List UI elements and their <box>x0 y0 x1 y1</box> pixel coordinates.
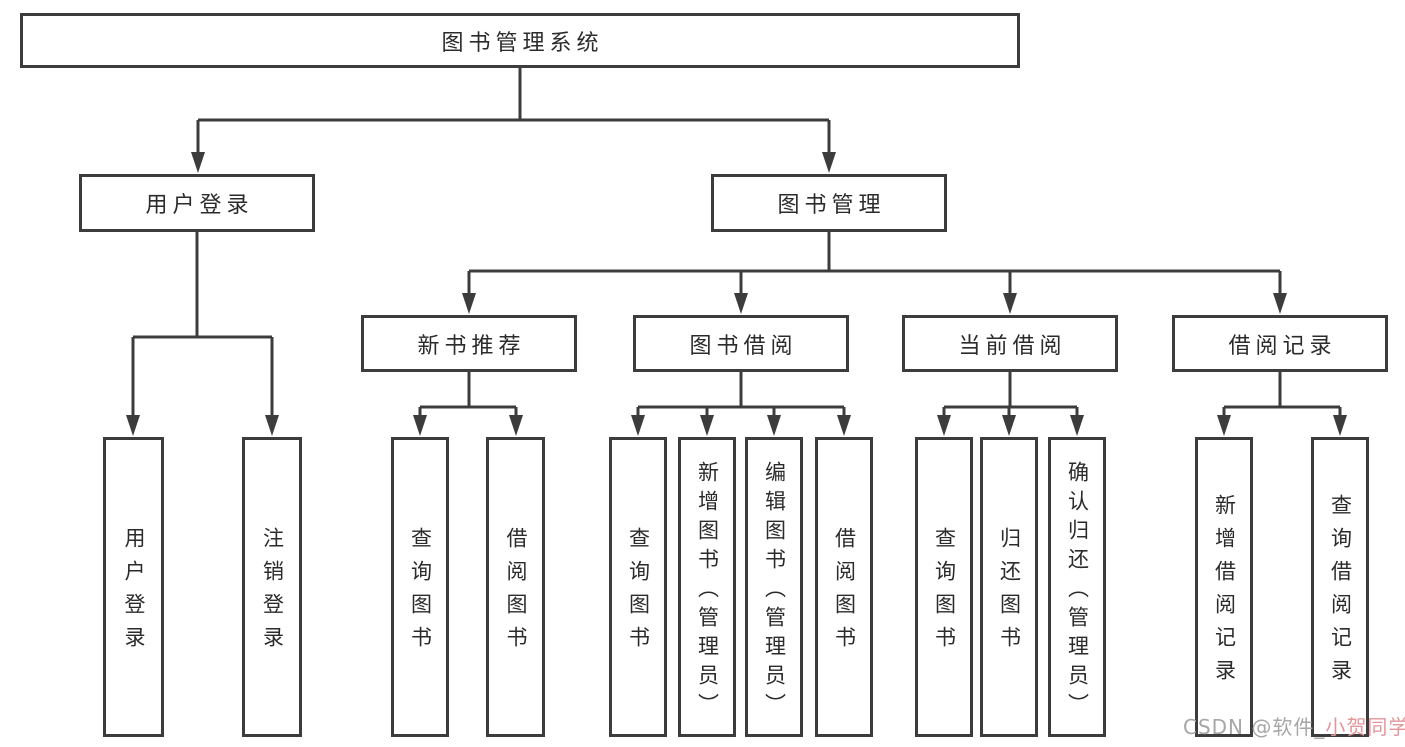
leaf-label: 新增借阅记录 <box>1212 494 1237 692</box>
connector-current-borrowing-to-leaves <box>942 372 1079 420</box>
connector-book-borrowing-to-leaves <box>636 372 846 420</box>
leaf-edit-book-admin: 编辑图书（管理员） <box>745 437 803 737</box>
leaf-label: 归还图书 <box>997 527 1022 659</box>
leaf-return-books: 归还图书 <box>980 437 1038 737</box>
leaf-logout: 注销登录 <box>242 437 302 737</box>
node-label: 借阅记录 <box>1228 333 1337 359</box>
leaf-label: 借阅图书 <box>504 527 528 659</box>
node-book-management: 图书管理 <box>711 174 947 232</box>
node-label: 当前借阅 <box>958 333 1067 359</box>
node-library-management-system: 图书管理系统 <box>20 13 1020 68</box>
leaf-label: 查询图书 <box>626 527 651 659</box>
leaf-query-borrow-record: 查询借阅记录 <box>1311 437 1369 737</box>
node-new-book-recommendation: 新书推荐 <box>361 315 577 372</box>
node-borrowing-records: 借阅记录 <box>1172 315 1388 372</box>
leaf-label: 编辑图书（管理员） <box>762 460 787 722</box>
leaf-confirm-return-admin: 确认归还（管理员） <box>1048 437 1106 737</box>
leaf-user-login: 用户登录 <box>103 437 164 737</box>
leaf-label: 注销登录 <box>260 527 285 659</box>
leaf-query-books-recommend: 查询图书 <box>391 437 449 737</box>
arrowheads <box>126 152 1347 436</box>
node-label: 图书管理系统 <box>441 30 604 56</box>
leaf-label: 查询图书 <box>408 527 433 659</box>
connector-book-management-to-level3 <box>467 232 1282 298</box>
node-label: 新书推荐 <box>417 333 526 359</box>
node-label: 用户登录 <box>145 193 254 218</box>
node-user-login: 用户登录 <box>79 174 315 232</box>
node-label: 图书管理 <box>777 193 886 218</box>
leaf-borrow-books-recommend: 借阅图书 <box>486 437 545 737</box>
node-book-borrowing: 图书借阅 <box>633 315 849 372</box>
leaf-query-books-borrowing: 查询图书 <box>609 437 667 737</box>
csdn-watermark: CSDN @软件_小贺同学 <box>1183 711 1405 740</box>
watermark-handle: 小贺同学 <box>1325 715 1405 739</box>
connector-root-to-level2 <box>196 68 831 157</box>
leaf-label: 确认归还（管理员） <box>1065 460 1090 722</box>
connector-borrowing-records-to-leaves <box>1222 372 1342 420</box>
leaf-label: 借阅图书 <box>832 527 857 659</box>
node-current-borrowing: 当前借阅 <box>902 315 1118 372</box>
leaf-add-borrow-record: 新增借阅记录 <box>1195 437 1253 737</box>
leaf-label: 用户登录 <box>122 527 146 659</box>
leaf-label: 查询借阅记录 <box>1328 494 1353 692</box>
connector-user-login-to-leaves <box>131 232 274 420</box>
watermark-prefix: CSDN @软件_ <box>1183 715 1326 739</box>
node-label: 图书借阅 <box>689 333 798 359</box>
leaf-label: 新增图书（管理员） <box>695 460 720 722</box>
leaf-add-book-admin: 新增图书（管理员） <box>678 437 736 737</box>
leaf-query-books-current: 查询图书 <box>915 437 973 737</box>
connector-new-book-to-leaves <box>418 372 518 420</box>
leaf-label: 查询图书 <box>932 527 957 659</box>
leaf-borrow-books-borrowing: 借阅图书 <box>815 437 873 737</box>
